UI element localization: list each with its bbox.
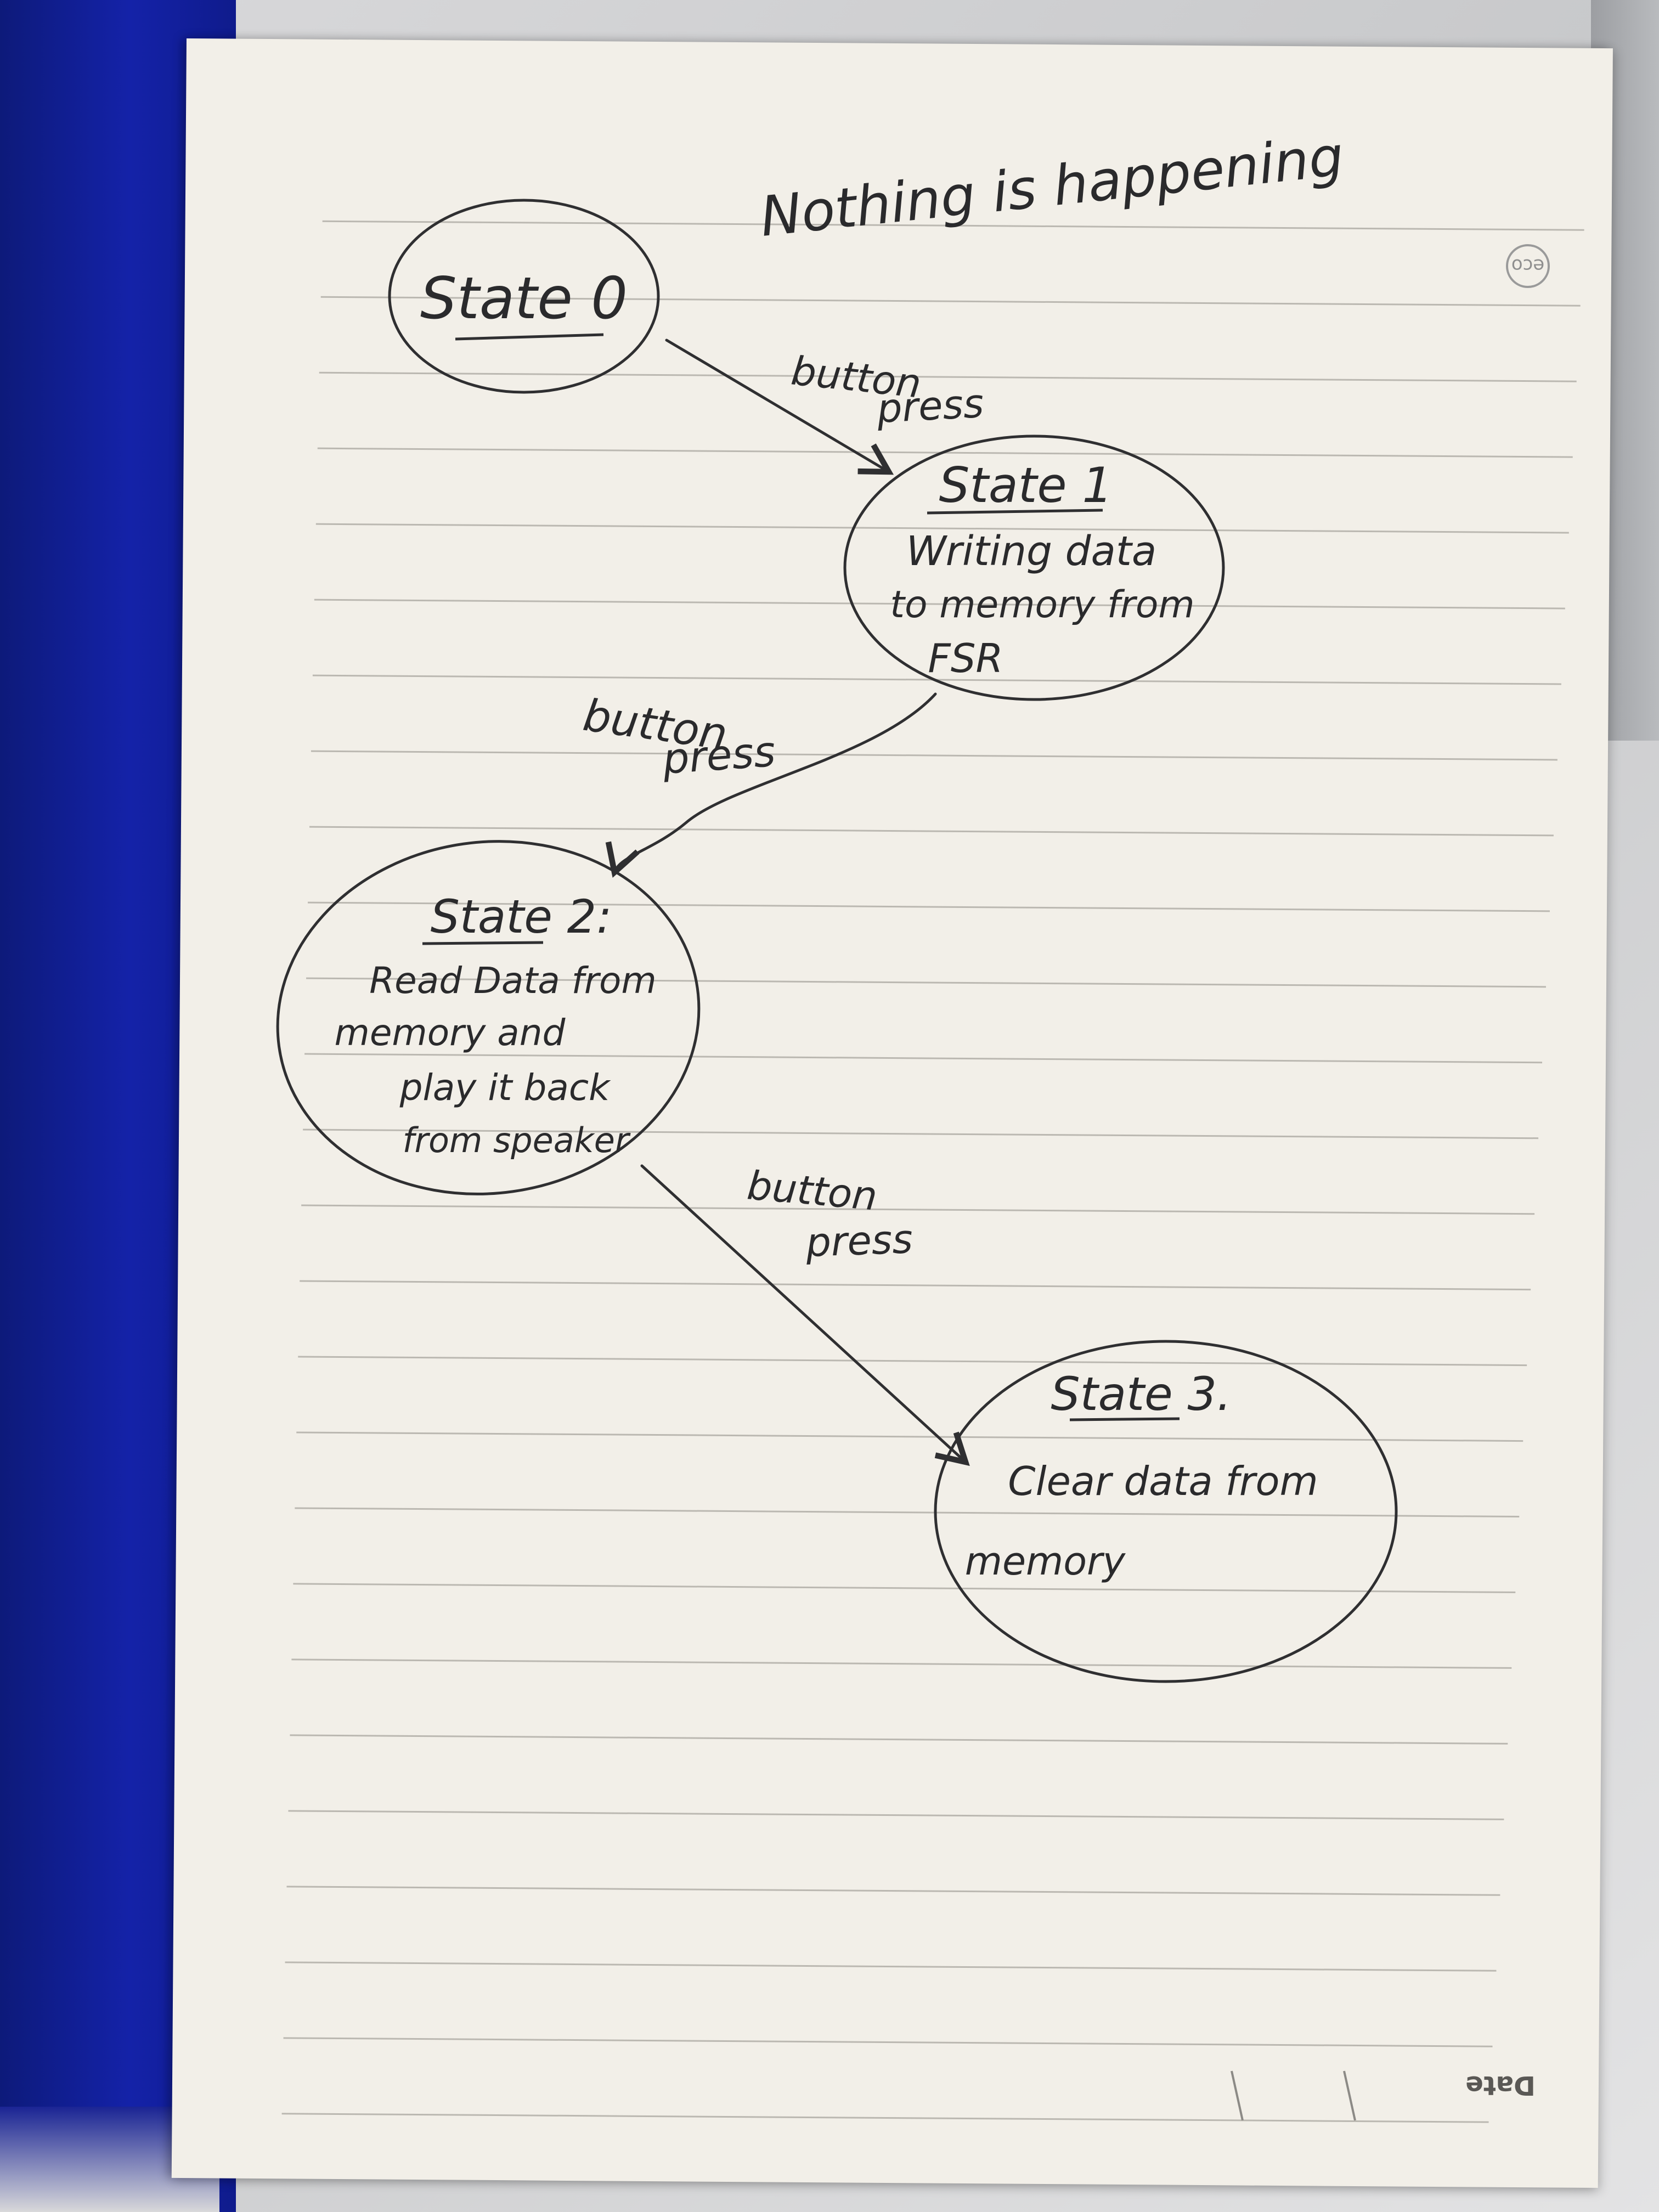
state-0-ellipse [388, 199, 660, 394]
state-1-ellipse [843, 435, 1225, 701]
state-0-title: State 0 [420, 265, 628, 332]
state-2-line-2: memory and [335, 1012, 566, 1054]
eco-logo: eco [1506, 244, 1550, 288]
date-slash-2 [1343, 2070, 1356, 2121]
state-2-node: State 2: Read Data from memory and play … [276, 840, 701, 1195]
transition-1-to-2-label-line-2: press [661, 727, 777, 783]
state-2-ellipse [276, 840, 701, 1195]
state-3-underline [1069, 1417, 1180, 1421]
state-2-underline [422, 941, 544, 945]
state-1-underline [927, 509, 1103, 515]
state-2-title: State 2: [431, 890, 612, 944]
state-3-ellipse [934, 1340, 1398, 1683]
state-2-line-1: Read Data from [369, 960, 656, 1002]
transition-2-to-3-label-line-1: button [746, 1162, 879, 1219]
transition-0-to-1-label-line-2: press [875, 380, 985, 432]
transition-1-to-2-arrow [605, 692, 937, 878]
state-3-node: State 3. Clear data from memory [934, 1340, 1398, 1683]
transition-2-to-3-arrow [640, 1164, 970, 1466]
eco-logo-text: eco [1511, 255, 1544, 276]
state-1-title: State 1 [939, 457, 1113, 514]
transition-2-to-3-label-line-2: press [805, 1216, 913, 1266]
state-2-line-4: from speaker [403, 1120, 631, 1160]
state-0-underline [455, 333, 604, 341]
state-2-line-3: play it back [399, 1066, 612, 1109]
date-slash-1 [1231, 2070, 1244, 2121]
transition-0-to-1-arrow [665, 338, 894, 475]
state-1-line-1: Writing data [906, 528, 1157, 575]
state-3-title: State 3. [1051, 1367, 1231, 1421]
state-3-line-1: Clear data from [1008, 1458, 1318, 1504]
state-3-line-2: memory [965, 1539, 1126, 1584]
state-1-line-3: FSR [928, 635, 1003, 681]
date-field: Date [1231, 2070, 1536, 2121]
state-1-line-2: to memory from [890, 583, 1194, 627]
date-label: Date [1465, 2070, 1536, 2101]
state-1-node: State 1 Writing data to memory from FSR [843, 435, 1225, 701]
annotation-nothing-happening: Nothing is happening [757, 124, 1346, 249]
state-0-node: State 0 [388, 199, 660, 394]
